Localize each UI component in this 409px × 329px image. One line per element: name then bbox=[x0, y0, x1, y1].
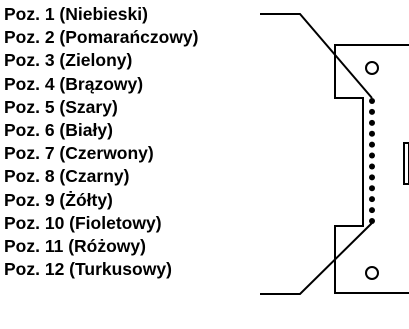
leader-line-pos-1 bbox=[260, 13, 373, 99]
contact-pins bbox=[369, 98, 375, 224]
legend-item-pos-3: Poz. 3 (Zielony) bbox=[4, 50, 133, 71]
legend-item-pos-5: Poz. 5 (Szary) bbox=[4, 96, 118, 117]
pin-legend: Poz. 1 (Niebieski)Poz. 2 (Pomarańczowy)P… bbox=[4, 0, 264, 329]
contact-pin-2 bbox=[369, 108, 375, 115]
contact-pin-1 bbox=[369, 98, 375, 104]
contact-pin-5 bbox=[369, 141, 375, 148]
legend-item-pos-1: Poz. 1 (Niebieski) bbox=[4, 4, 148, 24]
contact-pin-9 bbox=[369, 185, 375, 192]
contact-pin-10 bbox=[369, 196, 375, 203]
contact-pin-11 bbox=[369, 207, 375, 214]
mounting-hole-bottom bbox=[365, 266, 379, 280]
contact-pin-12 bbox=[369, 218, 375, 224]
mounting-hole-top bbox=[365, 61, 379, 75]
legend-item-pos-6: Poz. 6 (Biały) bbox=[4, 120, 113, 140]
legend-item-pos-9: Poz. 9 (Żółty) bbox=[4, 189, 113, 210]
contact-pin-3 bbox=[369, 119, 375, 126]
contact-pin-8 bbox=[369, 174, 375, 181]
legend-item-pos-12: Poz. 12 (Turkusowy) bbox=[4, 259, 172, 280]
legend-item-pos-2: Poz. 2 (Pomarańczowy) bbox=[4, 27, 199, 48]
legend-item-pos-10: Poz. 10 (Fioletowy) bbox=[4, 212, 162, 233]
contact-pin-7 bbox=[369, 163, 375, 170]
contact-pin-6 bbox=[369, 152, 375, 159]
legend-item-pos-4: Poz. 4 (Brązowy) bbox=[4, 73, 144, 94]
contact-pin-4 bbox=[369, 130, 375, 137]
leader-line-pos-12 bbox=[260, 222, 373, 295]
legend-item-pos-8: Poz. 8 (Czarny) bbox=[4, 166, 130, 187]
connector-latch bbox=[403, 142, 409, 185]
legend-item-pos-7: Poz. 7 (Czerwony) bbox=[4, 143, 154, 164]
legend-item-pos-11: Poz. 11 (Różowy) bbox=[4, 236, 146, 256]
